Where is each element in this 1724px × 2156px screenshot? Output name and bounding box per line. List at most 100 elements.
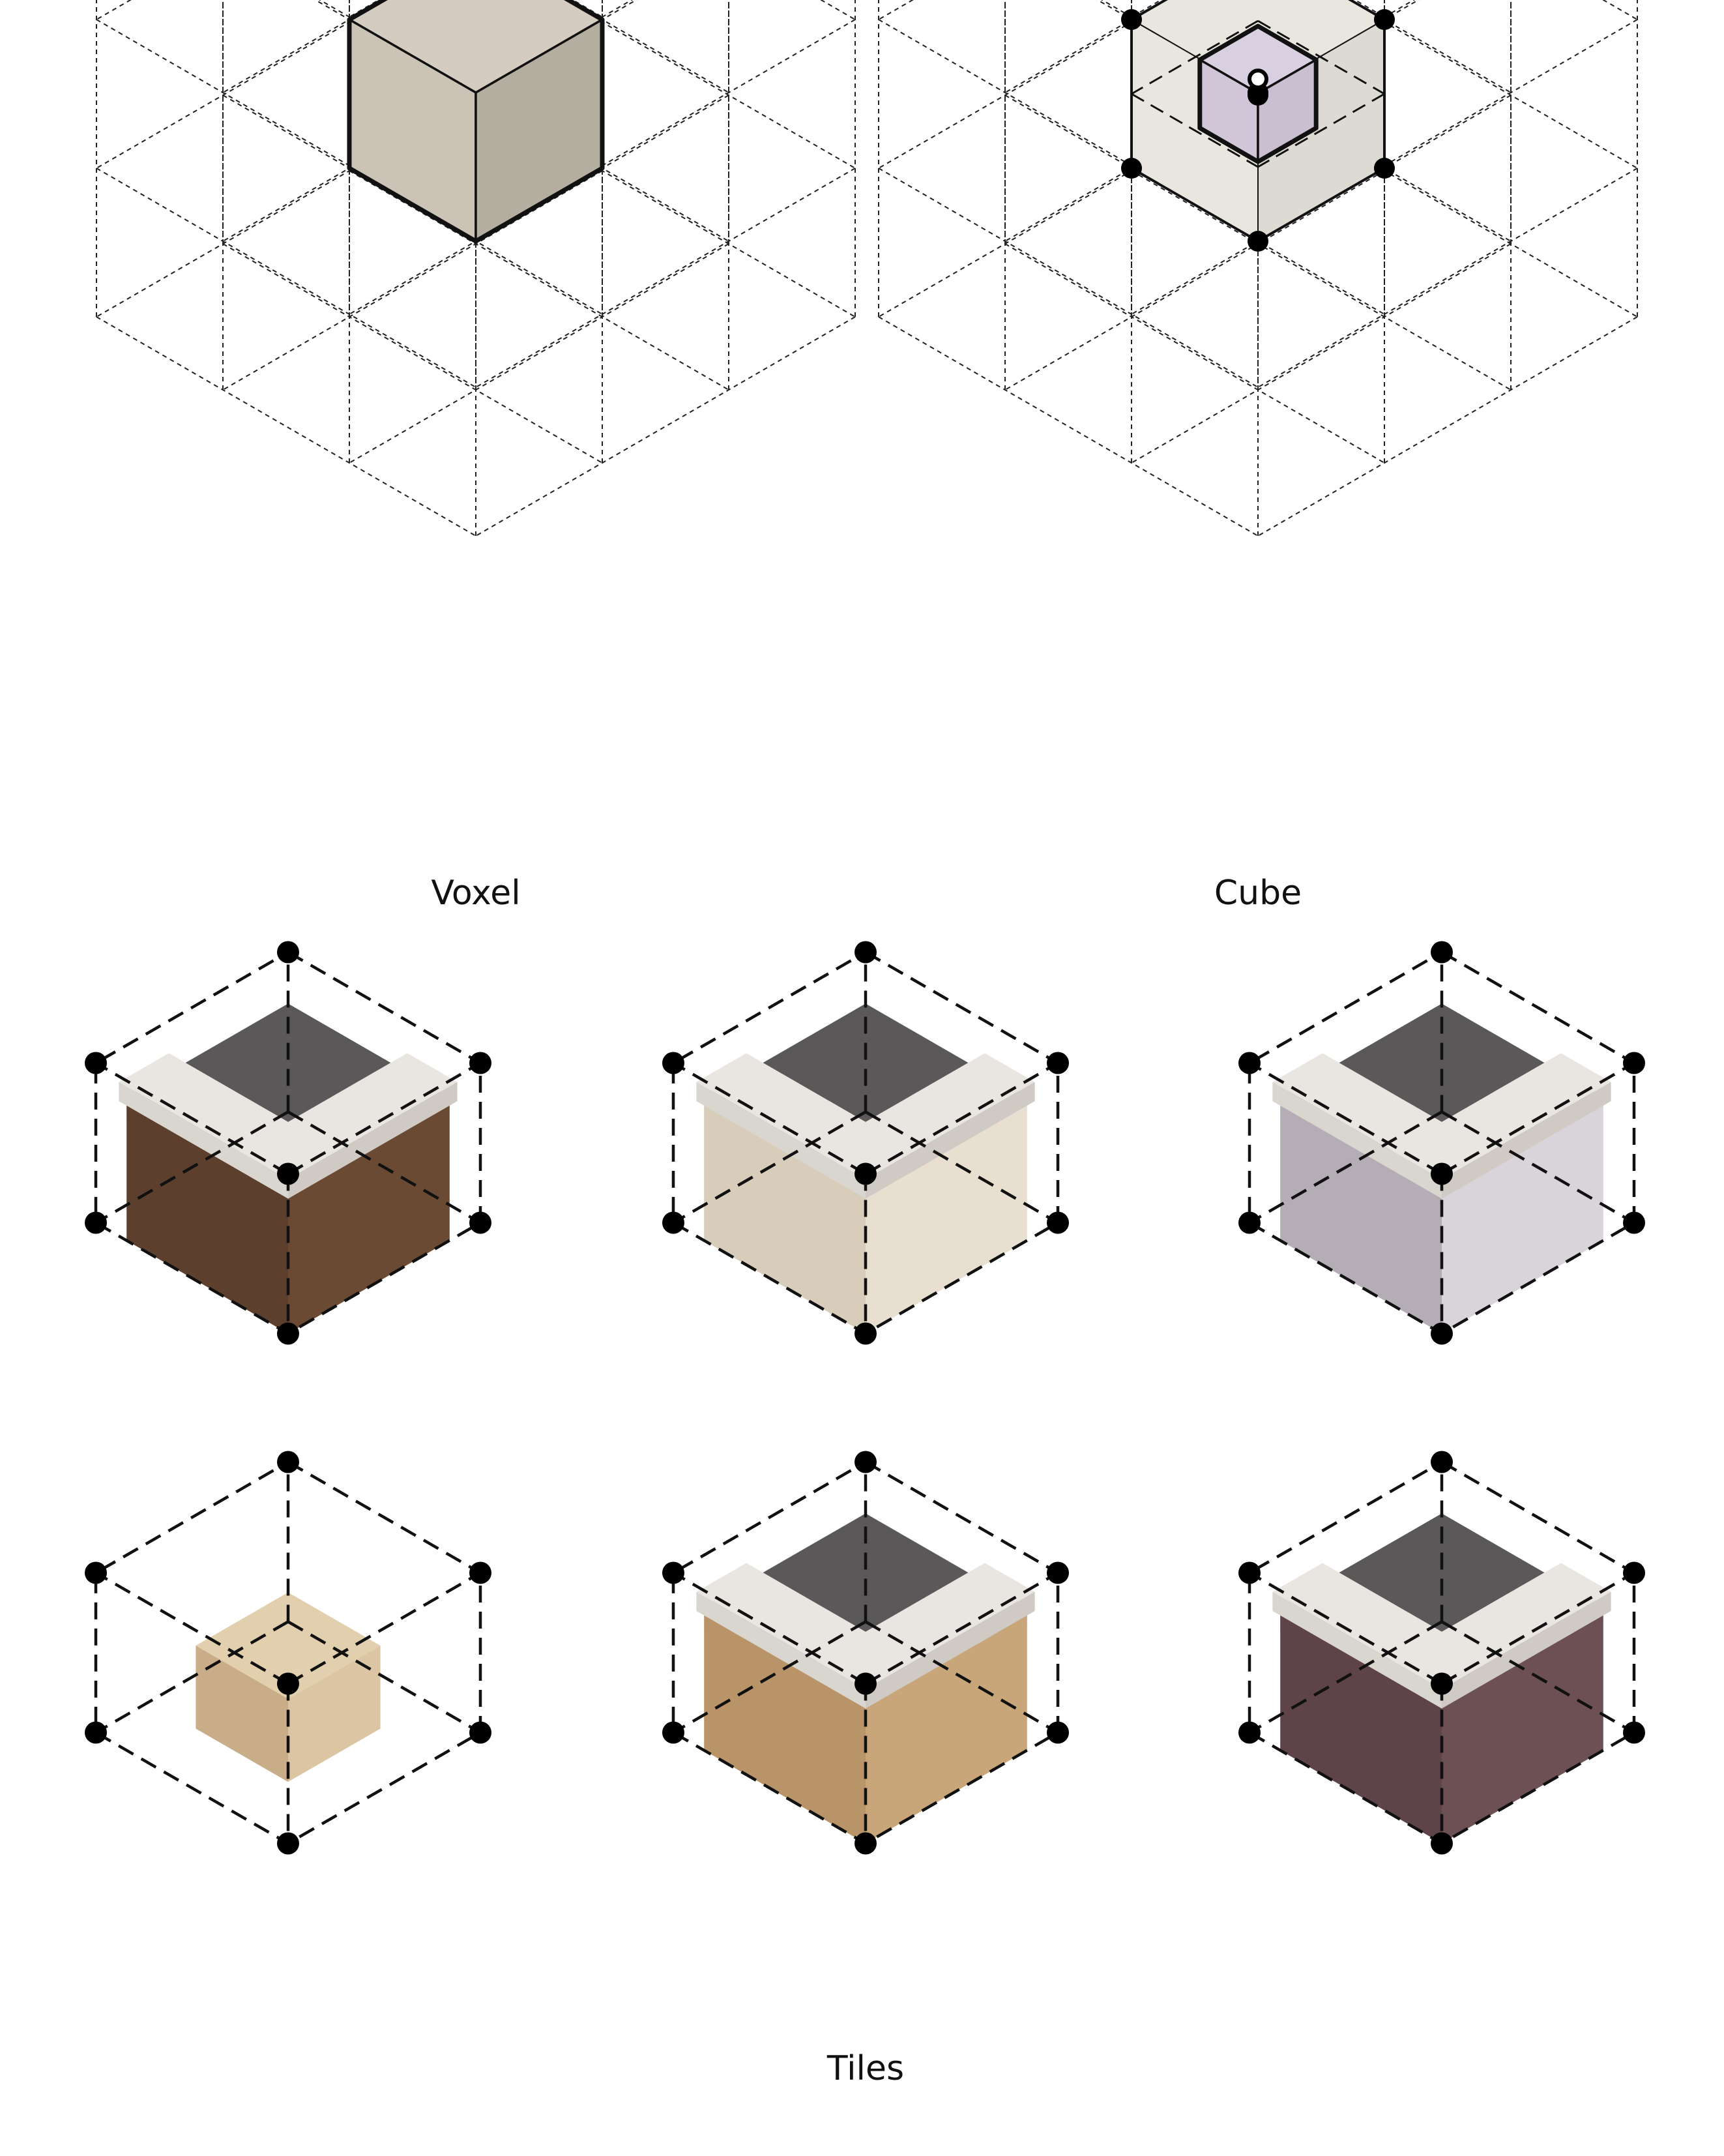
- tile-vertex-dot: [1238, 1561, 1261, 1584]
- grid-line: [878, 316, 1259, 537]
- tile-vertex-dot: [1047, 1052, 1069, 1074]
- grid-line: [1345, 0, 1638, 169]
- grid-line: [475, 168, 856, 388]
- grid-line: [475, 97, 856, 317]
- tile-vertex-dot: [662, 1211, 684, 1234]
- tile-dashed-edge: [672, 1110, 867, 1224]
- tile-dashed-edge: [1248, 1110, 1443, 1224]
- tile-vertex-dot: [1623, 1211, 1645, 1234]
- grid-line: [1004, 95, 1385, 315]
- grid-line: [349, 243, 729, 464]
- tile-dashed-edge: [672, 1571, 867, 1685]
- tile-vertex-dot: [855, 1672, 877, 1695]
- tile-cap-top: [815, 1563, 1035, 1690]
- grid-line: [222, 0, 385, 93]
- tile-vertex-dot: [662, 1721, 684, 1744]
- tile-cap-top: [1392, 1053, 1611, 1180]
- tile-dashed-edge: [1440, 1571, 1635, 1685]
- cube-shells: [1121, 0, 1395, 252]
- small-sandstone-block-tile: [85, 1451, 491, 1855]
- tile-vertex-dot: [469, 1721, 491, 1744]
- grid-line: [96, 168, 476, 388]
- tile-top-face: [196, 1592, 381, 1699]
- tile-cap-top: [1392, 1563, 1611, 1690]
- tile-right-face: [1442, 1097, 1603, 1334]
- tile-left-face: [1280, 1606, 1442, 1844]
- cube-vertex-dot: [1374, 9, 1395, 30]
- tile-vertex-dot: [1238, 1211, 1261, 1234]
- grid-line: [1131, 243, 1512, 464]
- lavender-plaster-corner-tile: [1238, 941, 1645, 1345]
- tile-dashed-edge: [1440, 1110, 1635, 1224]
- tile-vertex-dot: [855, 1322, 877, 1345]
- tile-left-face: [1280, 1097, 1442, 1334]
- grid-line: [222, 22, 603, 242]
- grid-line: [222, 170, 603, 391]
- grid-line: [878, 168, 1259, 388]
- tile-vertex-dot: [469, 1561, 491, 1584]
- grid-line: [1004, 22, 1385, 242]
- brown-stone-corner-tile: [85, 941, 491, 1345]
- cream-plaster-corner-tile: [662, 941, 1069, 1345]
- tile-cap-top: [238, 1053, 458, 1180]
- tile-vertex-dot: [1623, 1721, 1645, 1744]
- grid-line: [222, 95, 603, 315]
- tile-cap-right: [288, 1082, 458, 1199]
- tile-cap-left: [696, 1082, 866, 1199]
- tile-dashed-edge: [864, 1620, 1059, 1734]
- tile-left-face: [704, 1097, 866, 1334]
- cube-midplane-edge: [1131, 20, 1259, 95]
- tile-vertex-dot: [662, 1561, 684, 1584]
- tile-vertex-dot: [277, 1322, 299, 1345]
- tile-vertex-dot: [85, 1052, 107, 1074]
- tile-right-face: [1442, 1606, 1603, 1844]
- tile-vertex-dot: [662, 1052, 684, 1074]
- grid-line: [878, 0, 1171, 169]
- tile-dashed-edge: [95, 1620, 289, 1734]
- cube-vertex-dot: [1248, 231, 1268, 252]
- grid-line: [222, 243, 603, 464]
- tile-vertex-dot: [855, 1451, 877, 1473]
- tile-dashed-edge: [95, 1110, 289, 1224]
- brick-corner-tile: [1238, 1451, 1645, 1855]
- tile-right-face: [866, 1606, 1027, 1844]
- tile-dashed-edge: [287, 1061, 482, 1175]
- tile-dashed-edge: [1248, 1061, 1443, 1175]
- cube-vertex-dot: [1121, 158, 1142, 179]
- tiles-caption: Tiles: [826, 2049, 905, 2088]
- tile-vertex-dot: [85, 1211, 107, 1234]
- tile-right-face: [866, 1097, 1027, 1334]
- tile-vertex-dot: [1431, 1162, 1453, 1185]
- tile-right-face: [288, 1097, 450, 1334]
- grid-line: [96, 0, 389, 169]
- tile-dashed-edge: [1248, 1620, 1443, 1734]
- tile-vertex-dot: [277, 941, 299, 964]
- tile-vertex-dot: [85, 1721, 107, 1744]
- tile-cap-right: [866, 1082, 1035, 1199]
- grid-line: [1004, 0, 1167, 93]
- tile-vertex-dot: [1047, 1561, 1069, 1584]
- tile-cap-right: [1442, 1591, 1611, 1709]
- tile-dashed-edge: [95, 1571, 289, 1685]
- tile-vertex-dot: [1431, 1832, 1453, 1855]
- grid-line: [349, 22, 729, 242]
- cube-midplane-edge: [1257, 20, 1385, 95]
- cube-midplane-edge: [1257, 93, 1385, 168]
- voxel-solid-cube: [347, 0, 605, 244]
- tile-vertex-dot: [1431, 1451, 1453, 1473]
- tile-cap-left: [696, 1591, 866, 1709]
- tile-dashed-edge: [1440, 1061, 1635, 1175]
- tile-dashed-edge: [672, 1620, 867, 1734]
- tile-right-face: [288, 1646, 381, 1782]
- tile-dashed-edge: [1248, 1571, 1443, 1685]
- tile-vertex-dot: [277, 1672, 299, 1695]
- tile-vertex-dot: [1623, 1561, 1645, 1584]
- tile-vertex-dot: [277, 1451, 299, 1473]
- tile-vertex-dot: [1047, 1211, 1069, 1234]
- grid-line: [1349, 0, 1512, 93]
- grid-line: [1131, 22, 1512, 242]
- grid-line: [349, 95, 729, 315]
- tile-dashed-edge: [864, 1110, 1059, 1224]
- tile-vertex-dot: [1238, 1052, 1261, 1074]
